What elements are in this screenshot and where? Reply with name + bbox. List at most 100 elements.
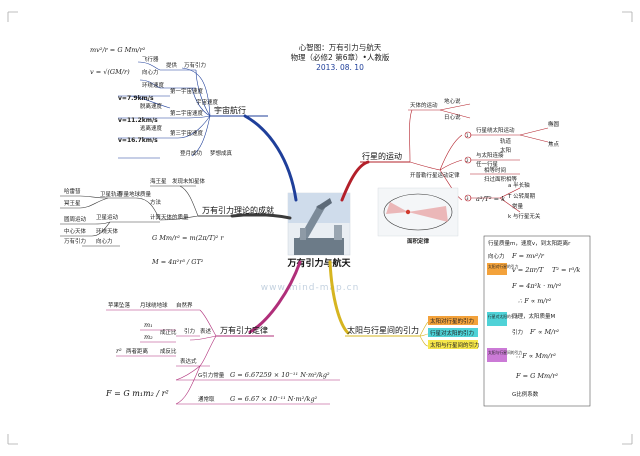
sun-fg: F = G Mm/r² [515,372,558,380]
space-dream: 梦想成真 [210,149,233,157]
law-pull: 引力 [184,327,195,335]
law-gcommon: 通常取 [198,395,215,403]
space-formula1: mv²/r = G Mm/r² [90,46,146,54]
planet-geo: 地心说 [444,97,461,105]
space-sat: 飞行器 [142,55,159,63]
law-m1: m₁ [144,321,153,329]
branch-law-label: 万有引力定律 [220,325,268,335]
sun-pulltxt: 引力 [512,328,523,336]
planet-l2a: 与太阳连接 [476,151,504,159]
sun-fb: F′ ∝ M/r² [529,328,559,336]
space-moon: 登月成功 [180,149,203,157]
corner-mark [622,434,633,445]
law-details [106,309,340,405]
corner-mark [7,11,18,22]
sun-sunmass: 同理，太阳质量M [512,312,556,320]
achieve-neptune: 海王星 [150,177,167,185]
branch-space [243,114,298,202]
space-cosmic: 宇宙速度 [196,98,219,106]
planet-details [408,103,549,213]
achieve-orbit: 卫星轨道 [100,190,123,198]
law-gvalue: G = 6.67259 × 10⁻¹¹ N·m²/kg² [230,371,330,379]
planet-l1: 行星绕太阳运动 [476,126,515,134]
law-gconst: G引力常量 [198,371,225,379]
achieve-method: 方法 [150,198,162,206]
space-v2: v=11.2km/s [118,117,158,124]
achieve-details [60,185,199,247]
planet-n1: 1 [466,133,469,138]
planet-focus: 焦点 [548,140,560,148]
sun-gratio: G比例系数 [512,390,539,398]
space-speed2: 第二宇宙速度 [170,109,204,117]
branch-sun-label: 太阳与行星间的引力 [347,325,419,335]
space-flee: 逃离速度 [140,124,163,132]
space-speed1: 第一宇宙速度 [170,87,204,95]
sun-tag1-bg [428,316,478,325]
sun-centripetal: 向心力 [488,252,505,260]
sun-tag-c-bg [487,348,507,362]
area-law-figure [377,187,459,237]
sun-tag3: 太阳与行星间的引力 [430,341,480,349]
space-provides: 提供 [166,61,178,69]
achieve-formula1: G Mm/r² = m(2π/T)² r [152,234,224,242]
space-centripetal: 向心力 [142,68,159,76]
title-line3: 2013. 08. 10 [316,63,364,72]
branch-planet [340,160,370,202]
sun-veq: v = 2πr/T [512,266,544,274]
sun-fc2: ∴ F ∝ Mm/r² [516,352,556,360]
achieve-formula2: M = 4π²r³ / GT² [151,258,204,266]
sun-tag-b: 行星对太阳的引力 [488,314,519,319]
planet-sky: 天体的运动 [410,101,438,109]
title-line2: 物理（必修2 第6章）•人教版 [291,52,390,62]
law-gvalue2: G = 6.67 × 10⁻¹¹ N·m²/kg² [230,395,318,403]
law-apple: 苹果坠落 [108,301,131,309]
law-m2: m₂ [144,333,153,341]
law-nature: 自然界 [176,301,193,309]
achieve-discover: 发现未知星体 [172,177,206,185]
planet-n2: 2 [466,158,469,163]
law-expression: 表述 [200,327,212,335]
sun-tag-c: 太阳与行星间的引力 [488,350,522,355]
planet-kepler: 开普勒行星运动定律 [410,171,460,179]
sun-fc: F = mv²/r [511,252,545,260]
planet-eqtime: 相等时间 [484,166,506,174]
corner-mark [622,11,633,22]
achieve-orbitbody: 环绕天体 [96,227,119,235]
achieve-calc: 计算天体的质量 [150,213,189,221]
achieve-central: 中心天体 [64,227,87,235]
space-orbit-speed: 环绕速度 [142,81,165,89]
planet-const: 常量 [512,202,524,210]
sun-therefore: ∴ F ∝ m/r² [518,297,552,305]
sun-tag1: 太阳对行星的引力 [430,317,474,325]
planet-depend: k 与行星无关 [508,212,541,220]
planet-track: 轨道 [500,137,512,145]
achieve-satmotion: 卫星运动 [96,213,119,221]
sun-tag-a: 太阳对行星的引力 [488,264,519,269]
planet-ellipse: 椭圆 [548,120,560,128]
achieve-gravity: 万有引力 [64,237,86,245]
sun-tag-a-bg [487,263,507,275]
planet-n3: 3 [466,196,469,201]
sun-tag3-bg [428,340,478,349]
sun-details [419,321,429,347]
space-speed3: 第三宇宙速度 [170,129,204,137]
corner-mark [7,434,18,445]
space-v3: v=16.7km/s [118,137,158,144]
law-proportional: 成正比 [160,328,177,336]
center-label: 万有引力与航天 [286,257,351,269]
branch-achieve-label: 万有引力理论的成就 [202,205,274,215]
law-formula-txt: 表达式 [180,357,197,365]
achieve-pluto: 冥王星 [64,200,81,207]
space-v1: v=7.9km/s [118,95,154,102]
planet-l2: 任一行星 [476,160,499,168]
planet-semi: a 半长轴 [508,181,530,189]
branch-sun [328,260,350,335]
space-escape: 脱离速度 [140,102,163,110]
branch-law [248,260,302,334]
law-r2: r² [116,347,122,355]
sun-tag-b-bg [487,312,507,326]
planet-l3f: a³/T² = k [476,195,505,203]
branch-space-label: 宇宙航行 [214,105,246,115]
